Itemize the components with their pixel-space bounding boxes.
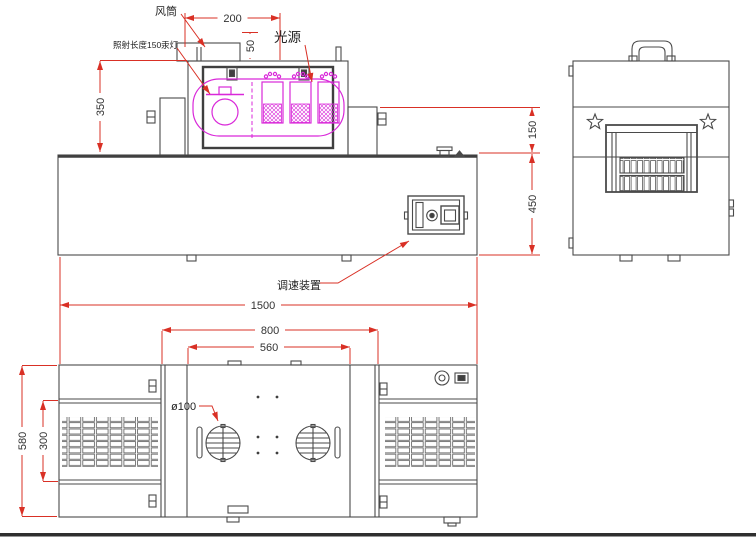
- screw-dots: [256, 395, 279, 455]
- dim-machine-width: 580: [17, 432, 29, 450]
- dim-hood-top-offset: 150: [527, 121, 539, 139]
- hood-bolt: [226, 66, 238, 81]
- foot: [186, 254, 197, 262]
- edge-tab: [226, 516, 240, 523]
- foot: [341, 254, 352, 262]
- dim-hood-height: 350: [95, 98, 107, 116]
- label-fan-diameter: ø100: [171, 401, 196, 413]
- leader-speed-control: [320, 240, 410, 284]
- foot: [619, 254, 633, 262]
- dimension-labels: 200 50 350 150 450 1500 800 560 580 300: [16, 12, 539, 455]
- knob-top-view: [434, 370, 450, 386]
- left-latch: [146, 110, 156, 124]
- lamp-envelope: [192, 78, 345, 137]
- side-body: [572, 60, 730, 256]
- leader-fan-duct: [180, 13, 206, 48]
- left-pillar: [159, 97, 186, 156]
- machine-body: [57, 154, 478, 256]
- light-source-unit: [261, 71, 284, 124]
- slot-handle: [334, 426, 341, 459]
- top-view: [58, 360, 478, 527]
- bottom-plate: [227, 505, 249, 514]
- label-speed-control: 调速装置: [277, 279, 321, 292]
- conveyor-grid-left: [62, 417, 158, 467]
- hood-top-post: [335, 46, 342, 62]
- side-view: [568, 40, 735, 262]
- leader-lamp-note: [176, 47, 211, 95]
- label-light-source: 光源: [274, 30, 301, 45]
- panel-slot: [415, 201, 424, 229]
- panel-button: [440, 205, 460, 225]
- right-latch: [377, 112, 387, 126]
- edge-tab: [290, 360, 302, 366]
- panel-knob: [426, 209, 438, 222]
- dim-body-length: 800: [261, 325, 279, 337]
- light-source-unit: [289, 71, 312, 124]
- side-bracket: [728, 199, 735, 208]
- uv-lamp-assembly: [192, 71, 345, 140]
- leader-light-source: [304, 44, 314, 83]
- dim-total-length: 1500: [251, 300, 275, 312]
- belt-slats-row: [619, 174, 685, 192]
- cooling-fan: [295, 423, 331, 463]
- dim-tunnel-length: 560: [260, 342, 278, 354]
- foot: [667, 254, 681, 262]
- label-irradiation-note: 照射长度150汞灯: [113, 40, 179, 50]
- mercury-lamp: [206, 86, 244, 126]
- label-fan-duct: 风筒: [155, 4, 177, 18]
- light-source-unit: [317, 71, 340, 124]
- divider-latch: [148, 379, 388, 509]
- dim-duct-height: 50: [245, 40, 257, 52]
- cooling-fan: [205, 423, 241, 463]
- tunnel-opening: [605, 124, 698, 193]
- belt-rails: [59, 398, 477, 485]
- right-pillar: [347, 106, 378, 156]
- fan-duct-box: [176, 42, 241, 62]
- dim-belt-width: 300: [38, 432, 50, 450]
- button-top-view: [454, 372, 469, 384]
- edge-tab: [568, 65, 574, 77]
- speed-control-panel: [403, 195, 469, 235]
- star-icon: [585, 112, 605, 130]
- slot-handle: [196, 426, 203, 459]
- dim-body-height: 450: [527, 195, 539, 213]
- callout-labels: 风筒 照射长度150汞灯 光源 调速装置 ø100: [113, 4, 321, 413]
- top-handle: [628, 40, 676, 62]
- edge-tab: [227, 360, 242, 366]
- conveyor-grid-right: [385, 417, 475, 467]
- lamp-hood-outer: [187, 60, 349, 156]
- vent-cap-top-view: [443, 516, 461, 527]
- side-bracket: [728, 208, 735, 217]
- star-icon: [698, 112, 718, 130]
- leader-fan-diameter: [199, 405, 219, 422]
- edge-tab: [568, 237, 574, 249]
- vent-cap: [436, 146, 466, 158]
- belt-slats-row: [619, 156, 685, 174]
- page-bottom-rule: [0, 533, 756, 537]
- top-view-outline: [58, 364, 478, 518]
- dim-duct-width: 200: [223, 13, 241, 25]
